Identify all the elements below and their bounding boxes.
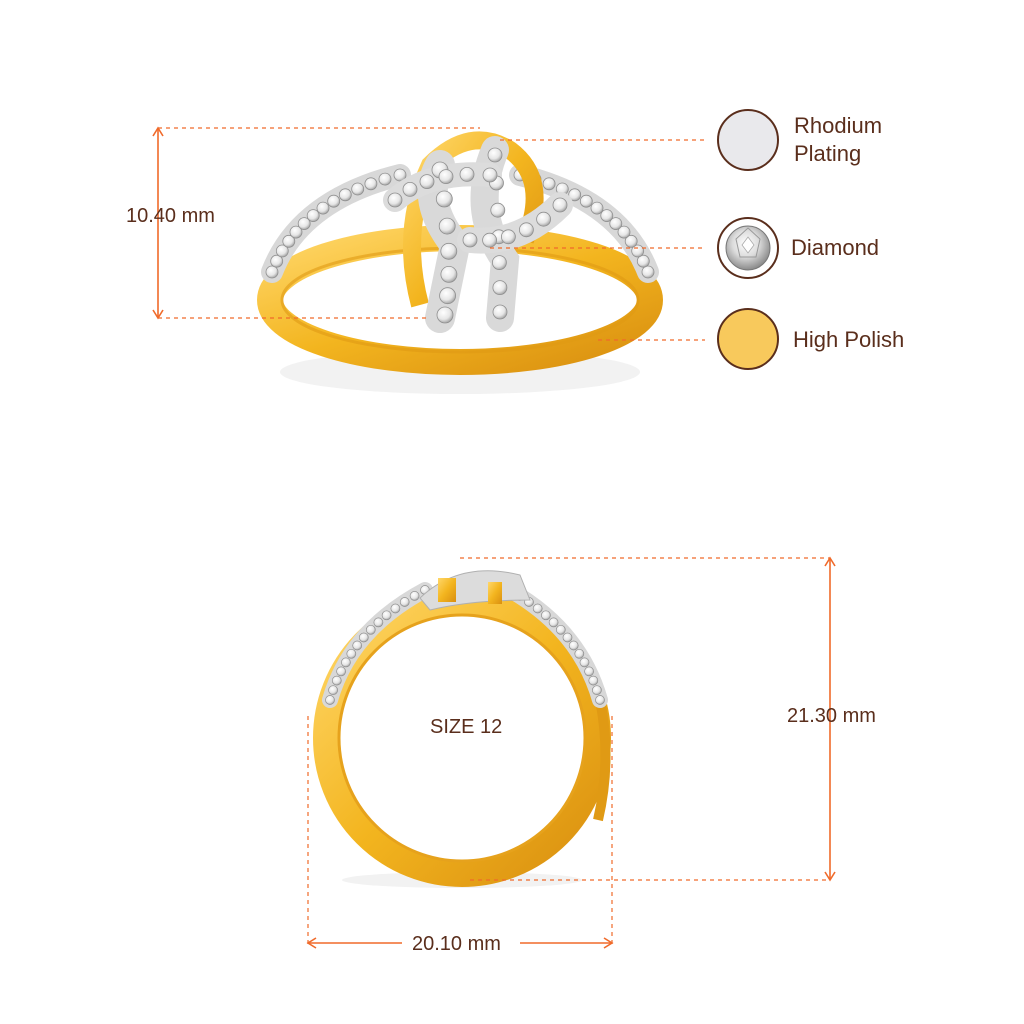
legend-item-high-polish: High Polish	[793, 327, 905, 352]
diamond-stone	[532, 603, 543, 614]
diamond-stone	[351, 182, 365, 196]
diamond-stone	[482, 167, 498, 183]
diamond-stone	[541, 610, 551, 621]
diamond-stone	[402, 181, 418, 197]
diamond-stone	[636, 254, 650, 268]
diamond-stone	[393, 168, 407, 182]
diamond-stone	[600, 209, 614, 223]
diamond-stone	[552, 197, 568, 213]
diamond-stone	[590, 201, 604, 215]
diamond-stone	[440, 265, 458, 283]
diamond-stone	[352, 640, 363, 651]
diamond-stone	[265, 265, 279, 279]
diamond-stone	[462, 232, 478, 248]
diamond-stone	[275, 244, 289, 258]
diamond-stone	[542, 177, 556, 191]
diamond-stone	[487, 147, 503, 163]
diamond-stone	[282, 234, 296, 248]
diamond-swatch-icon	[717, 217, 779, 279]
diamond-stone	[438, 217, 456, 235]
diamond-stone	[641, 265, 655, 279]
diamond-stone	[270, 254, 284, 268]
diamond-stone	[378, 172, 392, 186]
diamond-stone	[459, 166, 475, 182]
legend-item-diamond: Diamond	[791, 235, 880, 260]
diamond-stone	[440, 242, 458, 260]
diamond-stone	[436, 306, 454, 324]
diamond-stone	[490, 202, 506, 218]
diamond-stone	[519, 222, 534, 238]
diamond-stone	[328, 685, 338, 696]
diamond-stone	[592, 685, 602, 696]
diamond-stone	[536, 211, 551, 227]
diamond-stone	[579, 194, 593, 208]
diamond-stone	[609, 217, 623, 231]
legend-item-rhodium: Rhodium Plating	[794, 112, 882, 167]
diamond-stone	[365, 624, 376, 635]
diamond-stone	[325, 695, 335, 705]
diamond-stone	[316, 201, 330, 215]
diamond-stone	[555, 624, 566, 635]
diamond-stone	[624, 234, 638, 248]
diamond-stone	[373, 617, 384, 628]
diamond-stone	[439, 287, 457, 305]
diamond-stone	[364, 177, 378, 191]
diamond-stone	[297, 217, 311, 231]
rhodium-swatch-icon	[717, 109, 779, 171]
diamond-stone	[306, 209, 320, 223]
diamond-stone	[568, 188, 582, 202]
dimension-lines	[152, 126, 836, 949]
diamond-stone	[409, 591, 420, 601]
diamond-stone	[358, 632, 369, 643]
diamond-stone	[492, 280, 508, 296]
knot-cross	[457, 192, 573, 254]
diamond-stone	[492, 304, 508, 320]
diamond-stone	[346, 648, 357, 659]
diamond-stone	[579, 657, 590, 668]
diamond-stone	[387, 192, 403, 208]
diamond-stone	[584, 666, 594, 677]
diamond-stone	[500, 229, 516, 245]
diamond-stone	[390, 603, 401, 614]
diamond-stone	[399, 597, 410, 607]
diamond-stone	[574, 648, 585, 659]
diamond-stone	[381, 610, 392, 621]
diamond-stone	[289, 225, 303, 239]
legend-rhodium-line1: Rhodium	[794, 113, 883, 138]
diamond-stone	[588, 675, 599, 686]
diamond-stone	[595, 695, 605, 705]
ring-front-view	[313, 570, 611, 888]
diamond-stone	[336, 666, 346, 677]
diamond-stone	[331, 675, 342, 686]
legend-rhodium-line2: Plating	[794, 140, 862, 166]
diamond-stone	[435, 190, 453, 208]
diamond-stone	[568, 640, 579, 651]
width-dimension-label: 20.10 mm	[412, 933, 501, 955]
knot-gold-loop	[403, 131, 544, 308]
diamond-stone	[341, 657, 351, 668]
diamond-stone	[327, 194, 341, 208]
diamond-stone	[438, 169, 454, 185]
height-dimension-label: 10.40 mm	[126, 205, 215, 227]
diamond-stone	[617, 225, 631, 239]
knot-arc	[383, 162, 502, 212]
diamond-stone	[338, 188, 352, 202]
diamond-stone	[491, 255, 507, 271]
diamond-stone	[548, 617, 559, 628]
diamond-stone	[562, 632, 573, 643]
ring-size-label: SIZE 12	[430, 716, 503, 738]
diamond-stone	[419, 174, 435, 190]
diamond-stone	[482, 232, 498, 248]
ring-top-view	[257, 131, 663, 394]
gold-swatch-icon	[717, 308, 779, 370]
front-height-dimension-label: 21.30 mm	[787, 705, 876, 727]
